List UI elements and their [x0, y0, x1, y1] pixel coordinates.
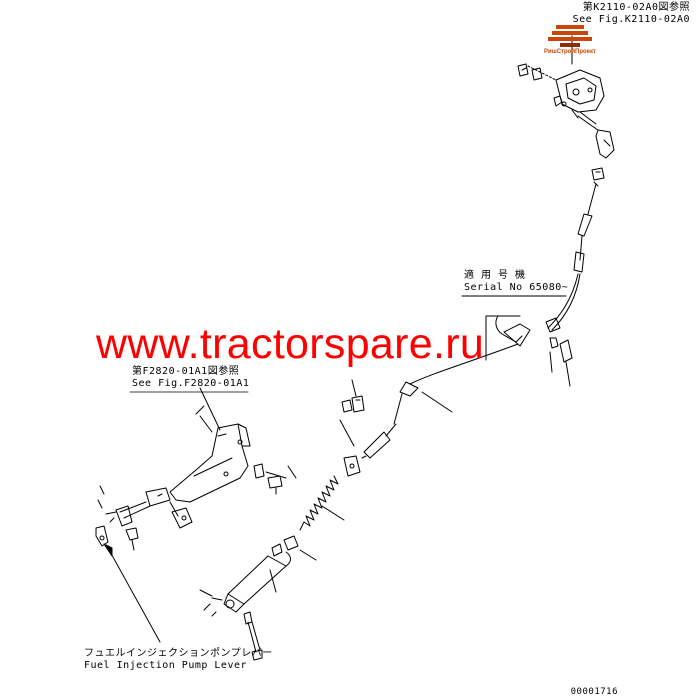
loose-bolt [125, 527, 139, 551]
lever-bracket-plate [169, 405, 251, 503]
watermark-url: www.tractorspare.ru [96, 320, 485, 368]
logo-mark [548, 25, 592, 47]
reference-k2110-jp: 第K2110-02A0図参照 [582, 2, 690, 13]
upper-nut [591, 167, 605, 181]
logo-text: РишСтройПроект [544, 49, 596, 55]
serial-note-jp: 適 用 号 機 [464, 270, 526, 281]
fuel-lever-leader [103, 543, 161, 643]
lower-cylinder [211, 535, 317, 613]
middle-nut [339, 379, 365, 447]
serial-note-en: Serial No 65080~ [464, 282, 569, 293]
fuel-pump-lever-linkage [97, 485, 193, 529]
reference-k2110: 第K2110-02A0図参照 See Fig.K2110-02A0 [573, 2, 690, 26]
lower-bolt [199, 589, 263, 661]
fuel-lever-jp: フュエルインジェクションポンプレバー [84, 648, 273, 659]
fuel-injection-pump-lever-label: フュエルインジェクションポンプレバー Fuel Injection Pump L… [84, 648, 273, 672]
reference-f2820-jp: 第F2820-01A1図参照 [132, 366, 240, 377]
reference-f2820-en: See Fig.F2820-01A1 [132, 378, 250, 389]
throttle-cable-upper [547, 181, 599, 331]
reference-f2820: 第F2820-01A1図参照 See Fig.F2820-01A1 [132, 366, 249, 390]
cable-bracket [343, 455, 367, 477]
f2820-leader [129, 387, 249, 431]
pump-lever-arm [95, 517, 115, 547]
bracket-bolts [253, 463, 297, 495]
reference-k2110-en: See Fig.K2110-02A0 [572, 14, 690, 25]
fuel-lever-en: Fuel Injection Pump Lever [84, 660, 248, 671]
serial-bracket [461, 295, 573, 387]
return-spring [299, 475, 345, 531]
governor-lever-assembly [517, 35, 615, 159]
serial-note: 適 用 号 機 Serial No 65080~ [464, 270, 568, 294]
drawing-number: 00001716 [570, 687, 618, 697]
company-logo: РишСтройПроект [530, 22, 610, 64]
throttle-cable-middle [363, 343, 519, 459]
